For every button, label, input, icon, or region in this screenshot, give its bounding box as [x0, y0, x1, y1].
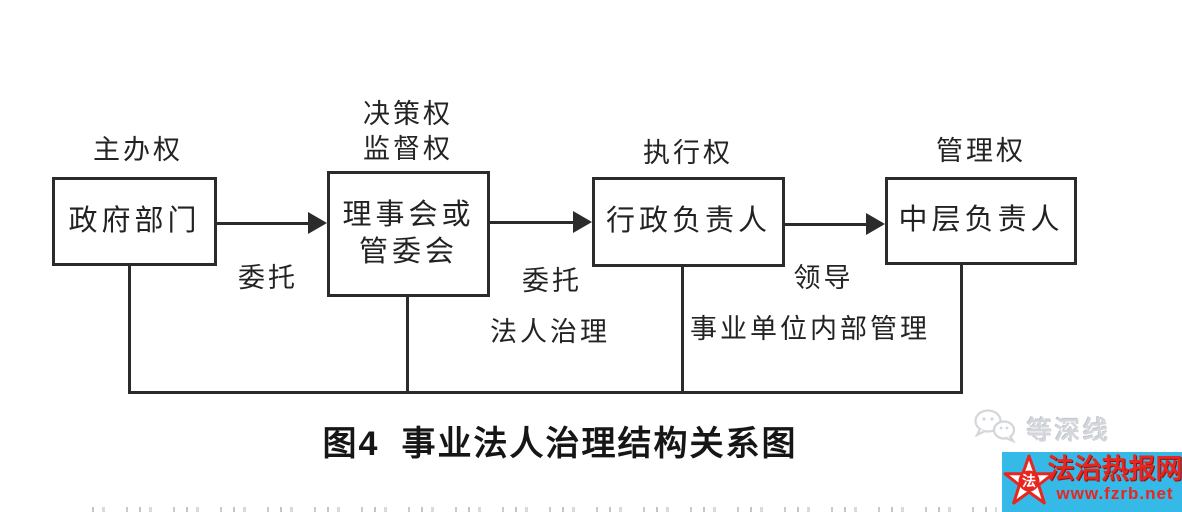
power-label-execution: 执行权 — [643, 138, 733, 168]
arrow-3-shaft — [785, 223, 867, 226]
cropped-text-remnant — [92, 507, 997, 512]
node-council-label-line2: 管委会 — [358, 236, 458, 268]
node-midlevel-head-label: 中层负责人 — [898, 204, 1064, 237]
power-label-management: 管理权 — [936, 136, 1026, 166]
arrow-2-shaft — [490, 221, 574, 224]
node-admin-head-label: 行政负责人 — [605, 205, 771, 238]
arrow-3-head-icon — [866, 213, 885, 235]
node-council-label-line1: 理事会或 — [342, 198, 475, 231]
figure-caption: 图4 事业法人治理结构关系图 — [0, 416, 1120, 465]
site-logo: 法 法治热报网 www.fzrb.net — [1002, 452, 1182, 512]
node-council: 理事会或 管委会 — [327, 171, 490, 297]
section-label-governance: 法人治理 — [490, 317, 610, 347]
arrow-2-head-icon — [573, 211, 592, 233]
svg-text:法: 法 — [1022, 473, 1036, 489]
watermark-label: 等深线 — [1027, 416, 1112, 445]
site-name: 法治热报网 — [1047, 454, 1182, 484]
figure-caption-title: 事业法人治理结构关系图 — [401, 425, 798, 463]
node-admin-head: 行政负责人 — [592, 177, 785, 267]
edge-label-lead: 领导 — [793, 263, 854, 293]
node-government-dept: 政府部门 — [52, 177, 217, 266]
arrow-1-head-icon — [308, 212, 327, 234]
connector-drop-council — [406, 297, 409, 394]
power-label-decision: 决策权 — [363, 99, 453, 129]
watermark-dengshenxian: 等深线 — [972, 408, 1111, 449]
node-midlevel-head: 中层负责人 — [885, 177, 1077, 265]
arrow-1-shaft — [217, 222, 309, 225]
figure-caption-number: 图4 — [322, 425, 380, 463]
site-logo-texts: 法治热报网 www.fzrb.net — [1048, 453, 1182, 504]
section-label-internal: 事业单位内部管理 — [690, 314, 930, 344]
power-label-supervision: 监督权 — [363, 134, 453, 164]
connector-drop-midlevel — [960, 265, 963, 394]
edge-label-entrust-1: 委托 — [238, 263, 298, 293]
wechat-chat-bubbles-icon — [972, 408, 1020, 449]
power-label-sponsorship: 主办权 — [93, 135, 183, 165]
connector-drop-admin — [681, 265, 684, 394]
connector-baseline — [128, 391, 963, 394]
edge-label-entrust-2: 委托 — [522, 266, 582, 296]
node-government-dept-label: 政府部门 — [68, 204, 201, 237]
star-law-icon: 法 — [1003, 454, 1055, 512]
connector-drop-government — [128, 266, 131, 394]
site-url: www.fzrb.net — [1056, 484, 1174, 504]
